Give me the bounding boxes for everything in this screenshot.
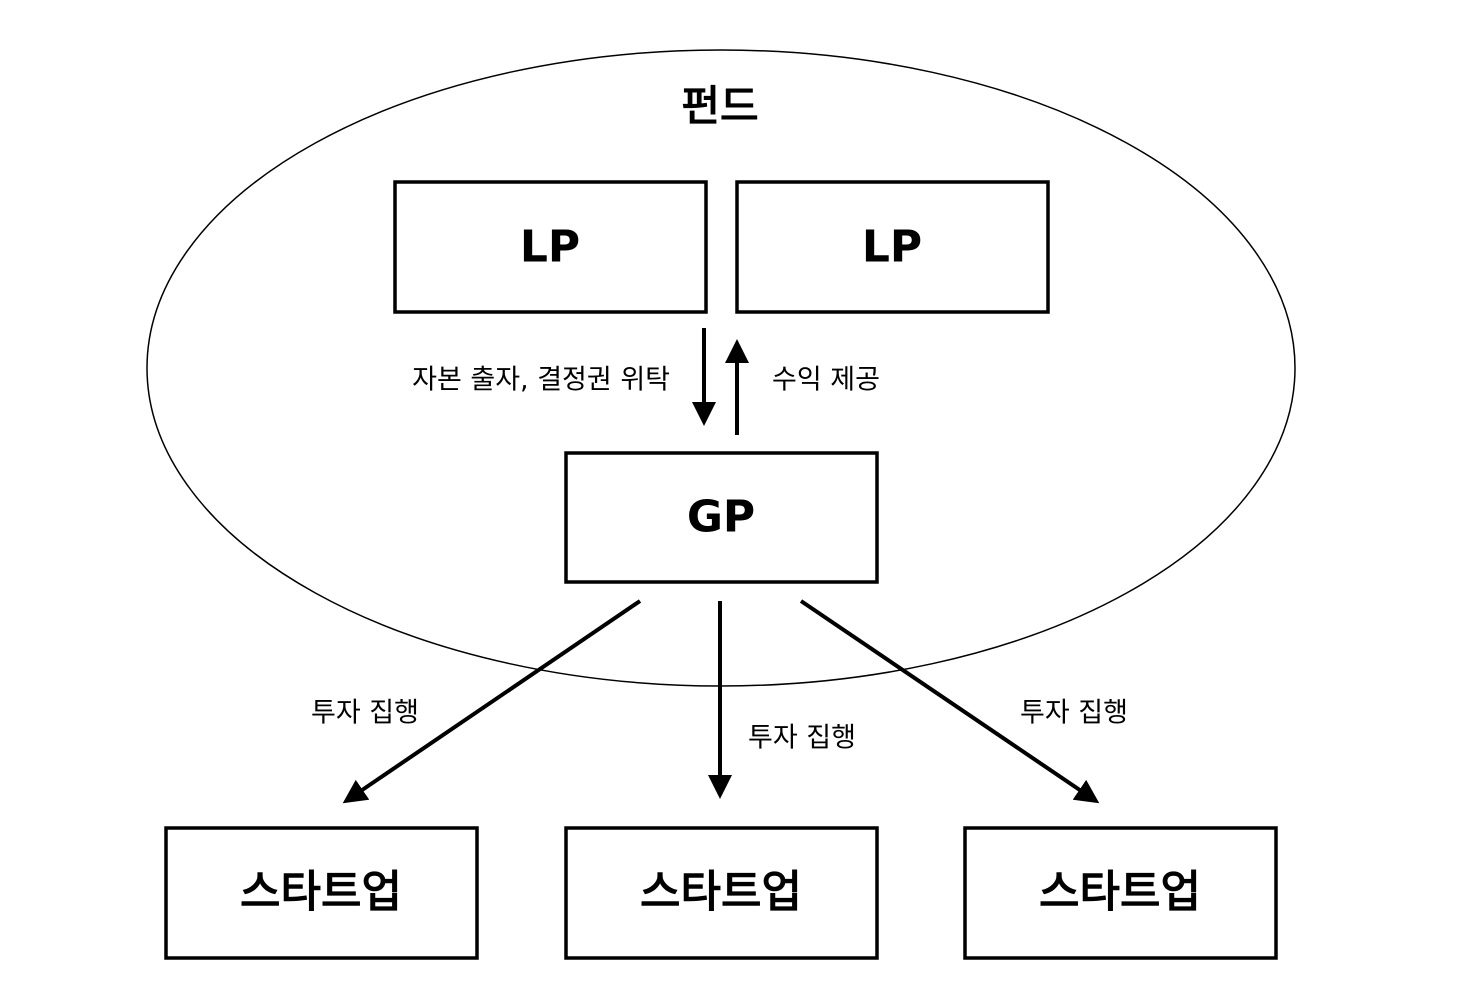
gp-label: GP [687,492,755,543]
lp-right-label: LP [862,222,922,273]
startup-left-label: 스타트업 [240,867,402,918]
arrow-gp-to-startup-right [799,599,1100,804]
lp-box-right: LP [735,180,1050,314]
fund-title: 펀드 [681,82,758,131]
arrow-gp-to-startup-left [342,599,642,804]
lp-box-left: LP [393,180,708,314]
label-gp-to-lp: 수익 제공 [772,365,880,396]
label-invest-right: 투자 집행 [1020,698,1128,729]
label-invest-center: 투자 집행 [748,723,856,754]
label-invest-left: 투자 집행 [311,698,419,729]
lp-left-label: LP [520,222,580,273]
startup-right-label: 스타트업 [1039,867,1201,918]
startup-box-right: 스타트업 [963,826,1278,960]
startup-box-left: 스타트업 [164,826,479,960]
label-lp-to-gp: 자본 출자, 결정권 위탁 [412,365,670,396]
gp-box: GP [564,451,879,584]
fund-ellipse [146,49,1296,687]
startup-center-label: 스타트업 [640,867,802,918]
startup-box-center: 스타트업 [564,826,879,960]
